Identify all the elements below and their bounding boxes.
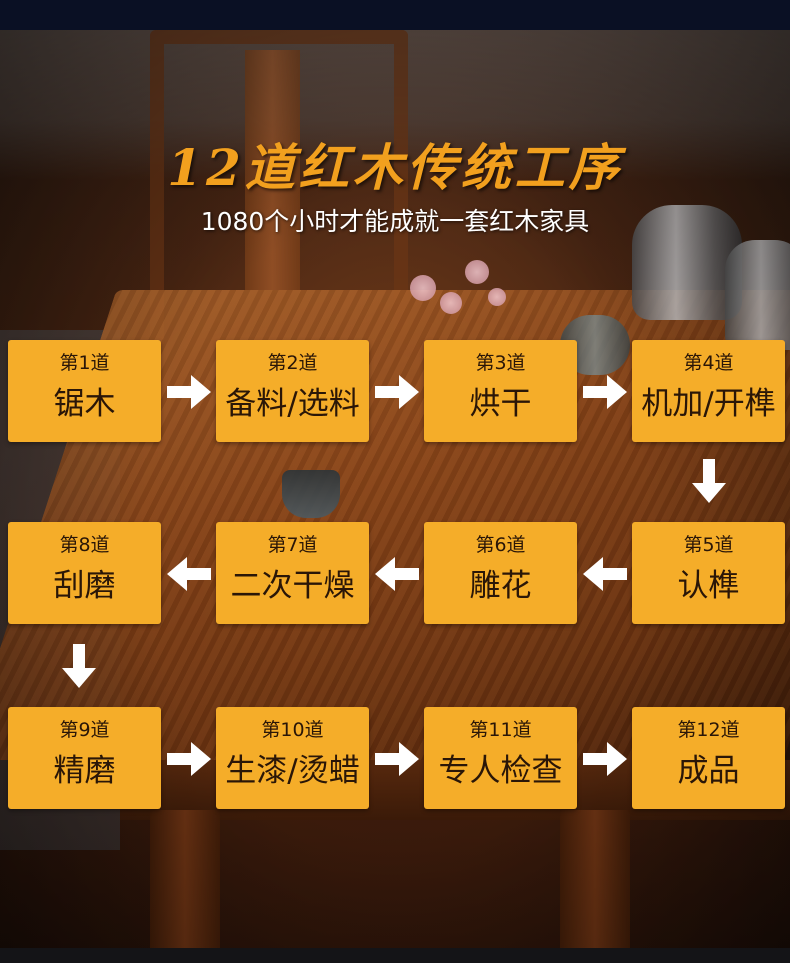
step-number: 第11道 xyxy=(424,717,577,743)
step-number: 第4道 xyxy=(632,350,785,376)
arrow-left-icon xyxy=(583,557,627,591)
step-name: 专人检查 xyxy=(424,751,577,791)
step-number: 第3道 xyxy=(424,350,577,376)
arrow-right-icon xyxy=(375,375,419,409)
arrow-left-icon xyxy=(375,557,419,591)
step-4: 第4道 机加/开榫 xyxy=(632,340,785,442)
step-number: 第6道 xyxy=(424,532,577,558)
step-1: 第1道 锯木 xyxy=(8,340,161,442)
step-12: 第12道 成品 xyxy=(632,707,785,809)
step-name: 生漆/烫蜡 xyxy=(216,751,369,791)
page-title: 12道红木传统工序 xyxy=(0,128,790,200)
arrow-right-icon xyxy=(167,742,211,776)
step-number: 第10道 xyxy=(216,717,369,743)
step-6: 第6道 雕花 xyxy=(424,522,577,624)
step-9: 第9道 精磨 xyxy=(8,707,161,809)
step-name: 雕花 xyxy=(424,566,577,606)
step-number: 第9道 xyxy=(8,717,161,743)
step-name: 认榫 xyxy=(632,566,785,606)
step-number: 第8道 xyxy=(8,532,161,558)
bottom-bar xyxy=(0,948,790,963)
page-subtitle: 1080个小时才能成就一套红木家具 xyxy=(0,202,790,238)
arrow-left-icon xyxy=(167,557,211,591)
step-8: 第8道 刮磨 xyxy=(8,522,161,624)
step-name: 备料/选料 xyxy=(216,384,369,424)
step-2: 第2道 备料/选料 xyxy=(216,340,369,442)
step-name: 机加/开榫 xyxy=(632,384,785,424)
arrow-right-icon xyxy=(375,742,419,776)
arrow-right-icon xyxy=(583,742,627,776)
step-11: 第11道 专人检查 xyxy=(424,707,577,809)
arrow-right-icon xyxy=(167,375,211,409)
step-number: 第2道 xyxy=(216,350,369,376)
step-7: 第7道 二次干燥 xyxy=(216,522,369,624)
step-number: 第7道 xyxy=(216,532,369,558)
step-name: 精磨 xyxy=(8,751,161,791)
step-name: 二次干燥 xyxy=(216,566,369,606)
step-name: 烘干 xyxy=(424,384,577,424)
step-name: 锯木 xyxy=(8,384,161,424)
arrow-right-icon xyxy=(583,375,627,409)
step-name: 刮磨 xyxy=(8,566,161,606)
step-number: 第5道 xyxy=(632,532,785,558)
step-name: 成品 xyxy=(632,751,785,791)
step-number: 第12道 xyxy=(632,717,785,743)
step-10: 第10道 生漆/烫蜡 xyxy=(216,707,369,809)
step-number: 第1道 xyxy=(8,350,161,376)
step-5: 第5道 认榫 xyxy=(632,522,785,624)
arrow-down-icon xyxy=(692,459,726,503)
top-bar xyxy=(0,0,790,30)
arrow-down-icon xyxy=(62,644,96,688)
step-3: 第3道 烘干 xyxy=(424,340,577,442)
